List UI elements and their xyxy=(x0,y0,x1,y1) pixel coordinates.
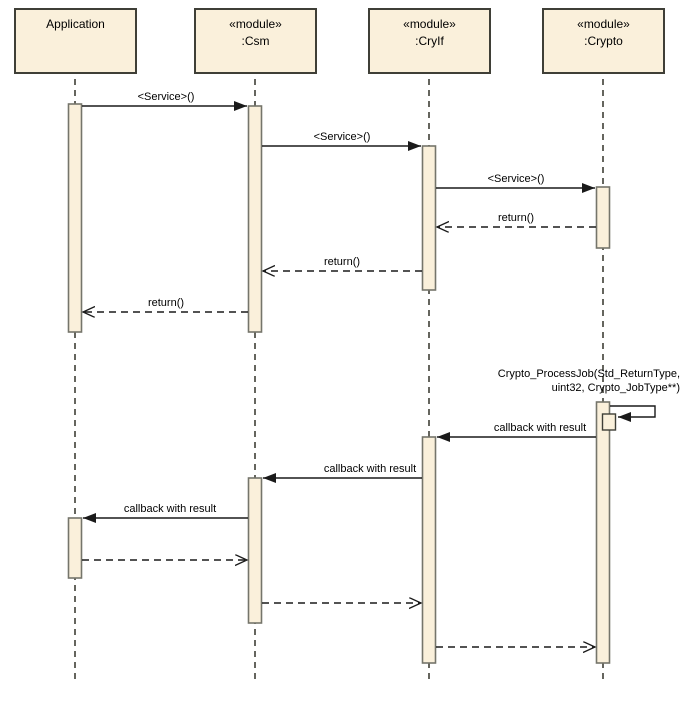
activation-application-1 xyxy=(67,103,83,333)
lifeline-name: :CryIf xyxy=(415,34,444,48)
lifeline-stereotype: «module» xyxy=(229,17,282,31)
lifeline-name: Application xyxy=(46,17,105,31)
lifeline-name: :Csm xyxy=(241,34,270,48)
label-service-2: <Service>() xyxy=(313,131,371,143)
lifeline-stereotype: «module» xyxy=(403,17,456,31)
lifeline-head-csm: «module» :Csm xyxy=(194,8,317,74)
activation-application-2 xyxy=(67,517,83,579)
label-return-2: return() xyxy=(323,256,361,268)
lifeline-stereotype: «module» xyxy=(577,17,630,31)
label-crypto-processjob: Crypto_ProcessJob(Std_ReturnType, uint32… xyxy=(498,367,680,395)
lifeline-head-application: Application xyxy=(14,8,137,74)
lifeline-head-crypto: «module» :Crypto xyxy=(542,8,665,74)
label-crypto-processjob-line1: Crypto_ProcessJob(Std_ReturnType, xyxy=(497,368,680,380)
arrow-selfcall-crypto-processjob xyxy=(610,405,656,422)
label-callback-2: callback with result xyxy=(323,463,417,475)
activation-crypto-1 xyxy=(595,186,611,249)
activation-cryif-1 xyxy=(421,145,437,291)
activation-csm-2 xyxy=(247,477,263,624)
label-crypto-processjob-line2: uint32, Crypto_JobType**) xyxy=(551,382,680,394)
label-return-1: return() xyxy=(497,212,535,224)
activation-cryif-2 xyxy=(421,436,437,664)
lifeline-name: :Crypto xyxy=(584,34,623,48)
label-service-3: <Service>() xyxy=(487,173,545,185)
activation-crypto-2 xyxy=(595,401,611,664)
lifeline-head-cryif: «module» :CryIf xyxy=(368,8,491,74)
label-return-3: return() xyxy=(147,297,185,309)
label-callback-3: callback with result xyxy=(123,503,217,515)
label-callback-1: callback with result xyxy=(493,422,587,434)
label-service-1: <Service>() xyxy=(137,91,195,103)
activation-csm-1 xyxy=(247,105,263,333)
activation-crypto-selfcall xyxy=(601,413,617,431)
